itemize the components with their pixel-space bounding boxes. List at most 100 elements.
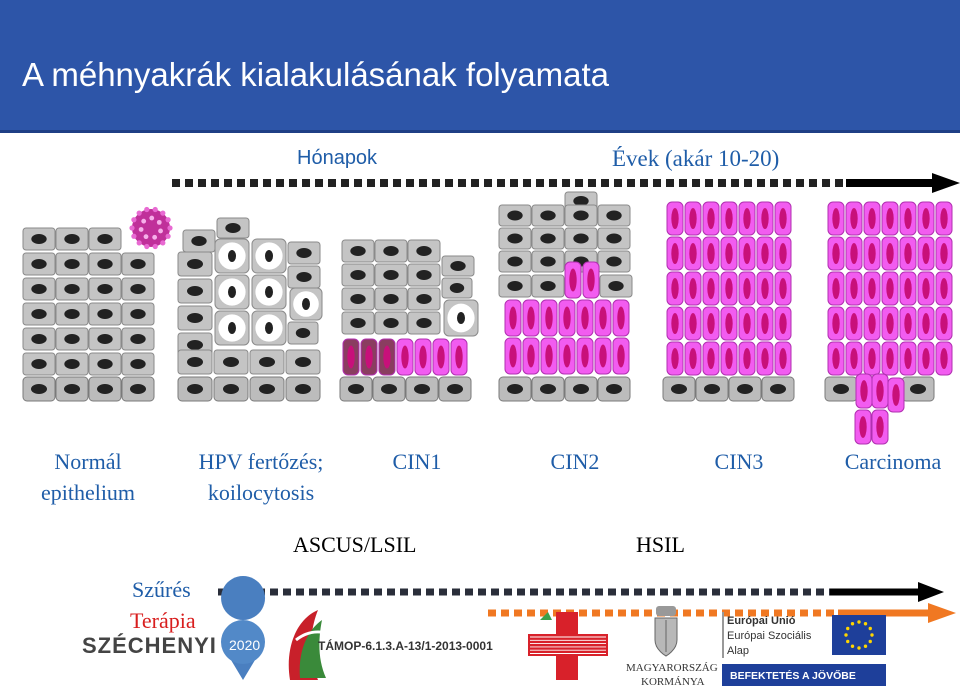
- normal-cell: [88, 277, 122, 301]
- flag-green: [299, 620, 326, 678]
- normal-cell: [121, 352, 155, 376]
- cell-nucleus: [187, 340, 203, 350]
- cell-nucleus: [540, 384, 556, 394]
- cell-nucleus: [545, 306, 553, 330]
- cell-nucleus: [545, 344, 553, 368]
- cell-nucleus: [573, 196, 589, 206]
- cell-nucleus: [671, 347, 679, 370]
- dysplastic-cell: [863, 271, 881, 306]
- normal-cell: [597, 227, 631, 250]
- dysplastic-cell: [899, 201, 917, 236]
- dysplastic-cell: [935, 306, 953, 341]
- cell-nucleus: [850, 277, 858, 300]
- virus-spike: [129, 225, 135, 231]
- dysplastic-cell: [899, 341, 917, 376]
- dysplastic-cell: [396, 338, 414, 376]
- therapy-arrowhead: [928, 603, 956, 623]
- column-normal: [22, 200, 179, 402]
- virus-capsid: [132, 209, 170, 247]
- dysplastic-cell: [774, 201, 792, 236]
- cell-nucleus: [725, 347, 733, 370]
- dysplastic-cell: [666, 271, 684, 306]
- eu-star: [846, 639, 850, 644]
- cell-nucleus: [599, 344, 607, 368]
- cell-nucleus: [64, 309, 80, 319]
- cell-nucleus: [187, 357, 203, 367]
- cell-nucleus: [265, 250, 273, 262]
- dysplastic-cell: [720, 306, 738, 341]
- cell-nucleus: [779, 277, 787, 300]
- dysplastic-cell: [720, 236, 738, 271]
- cell-nucleus: [868, 277, 876, 300]
- cell-nucleus: [540, 281, 556, 291]
- koilocyte-cell: [251, 274, 287, 310]
- dysplastic-cell: [827, 271, 845, 306]
- cell-nucleus: [295, 328, 311, 338]
- cell-nucleus: [832, 242, 840, 265]
- dysplastic-cell: [612, 337, 630, 375]
- eu-star: [863, 644, 868, 648]
- basal-cell: [249, 376, 285, 402]
- dysplastic-cell: [576, 299, 594, 337]
- cell-nucleus: [859, 416, 867, 438]
- country-line2: KORMÁNYA: [641, 676, 705, 688]
- virus-spike: [160, 240, 166, 246]
- column-cin2: [498, 191, 633, 402]
- cell-nucleus: [689, 277, 697, 300]
- dysplastic-cell: [871, 373, 889, 409]
- stage-hpv-line2: koilocytosis: [207, 480, 315, 505]
- dysplastic-cell: [720, 271, 738, 306]
- cell-nucleus: [97, 309, 113, 319]
- basal-cell: [564, 376, 598, 402]
- normal-cell: [88, 227, 122, 251]
- virus-spot: [158, 228, 163, 234]
- column-hpv: [177, 217, 323, 402]
- dysplastic-cell: [522, 337, 540, 375]
- virus-spike: [152, 243, 158, 250]
- column-cin1: [339, 239, 479, 402]
- normal-cell: [88, 252, 122, 276]
- normal-cell: [531, 250, 565, 273]
- cell-nucleus: [302, 298, 310, 310]
- cell-nucleus: [707, 312, 715, 335]
- virus-spike: [165, 217, 171, 223]
- cell-nucleus: [347, 345, 355, 369]
- stage-label-hpv: HPV fertőzés; koilocytosis: [176, 446, 346, 508]
- dysplastic-cell: [917, 201, 935, 236]
- cell-nucleus: [868, 347, 876, 370]
- health-cross-icon: [528, 612, 608, 680]
- virus-spike: [144, 206, 150, 213]
- normal-cell: [597, 250, 631, 273]
- virus-spot: [141, 218, 147, 224]
- dysplastic-cell: [881, 201, 899, 236]
- normal-cell: [287, 241, 321, 265]
- cell-nucleus: [606, 233, 622, 244]
- dysplastic-cell: [684, 236, 702, 271]
- virus-spot: [138, 227, 144, 232]
- virus-spot: [149, 215, 155, 221]
- cell-nucleus: [922, 347, 930, 370]
- cell-nucleus: [381, 384, 397, 394]
- dysplastic-cell: [594, 299, 612, 337]
- cell-nucleus: [419, 345, 427, 369]
- cell-nucleus: [265, 286, 273, 298]
- cell-nucleus: [130, 334, 146, 344]
- eu-line1: Európai Unió: [727, 615, 796, 627]
- normal-cell: [531, 227, 565, 250]
- cell-nucleus: [876, 380, 884, 402]
- dysplastic-cell: [540, 337, 558, 375]
- basal-cell: [761, 376, 795, 402]
- cell-nucleus: [223, 384, 239, 394]
- dysplastic-cell: [917, 236, 935, 271]
- cell-nucleus: [876, 416, 884, 438]
- cell-nucleus: [507, 384, 523, 394]
- normal-cell: [599, 274, 633, 298]
- cell-nucleus: [383, 294, 399, 304]
- cell-nucleus: [64, 284, 80, 294]
- normal-cell: [22, 277, 56, 301]
- normal-cell: [498, 250, 532, 273]
- dysplastic-cell: [827, 341, 845, 376]
- normal-cell: [177, 349, 213, 375]
- eu-banner: [722, 664, 886, 686]
- coa-crown: [656, 606, 676, 616]
